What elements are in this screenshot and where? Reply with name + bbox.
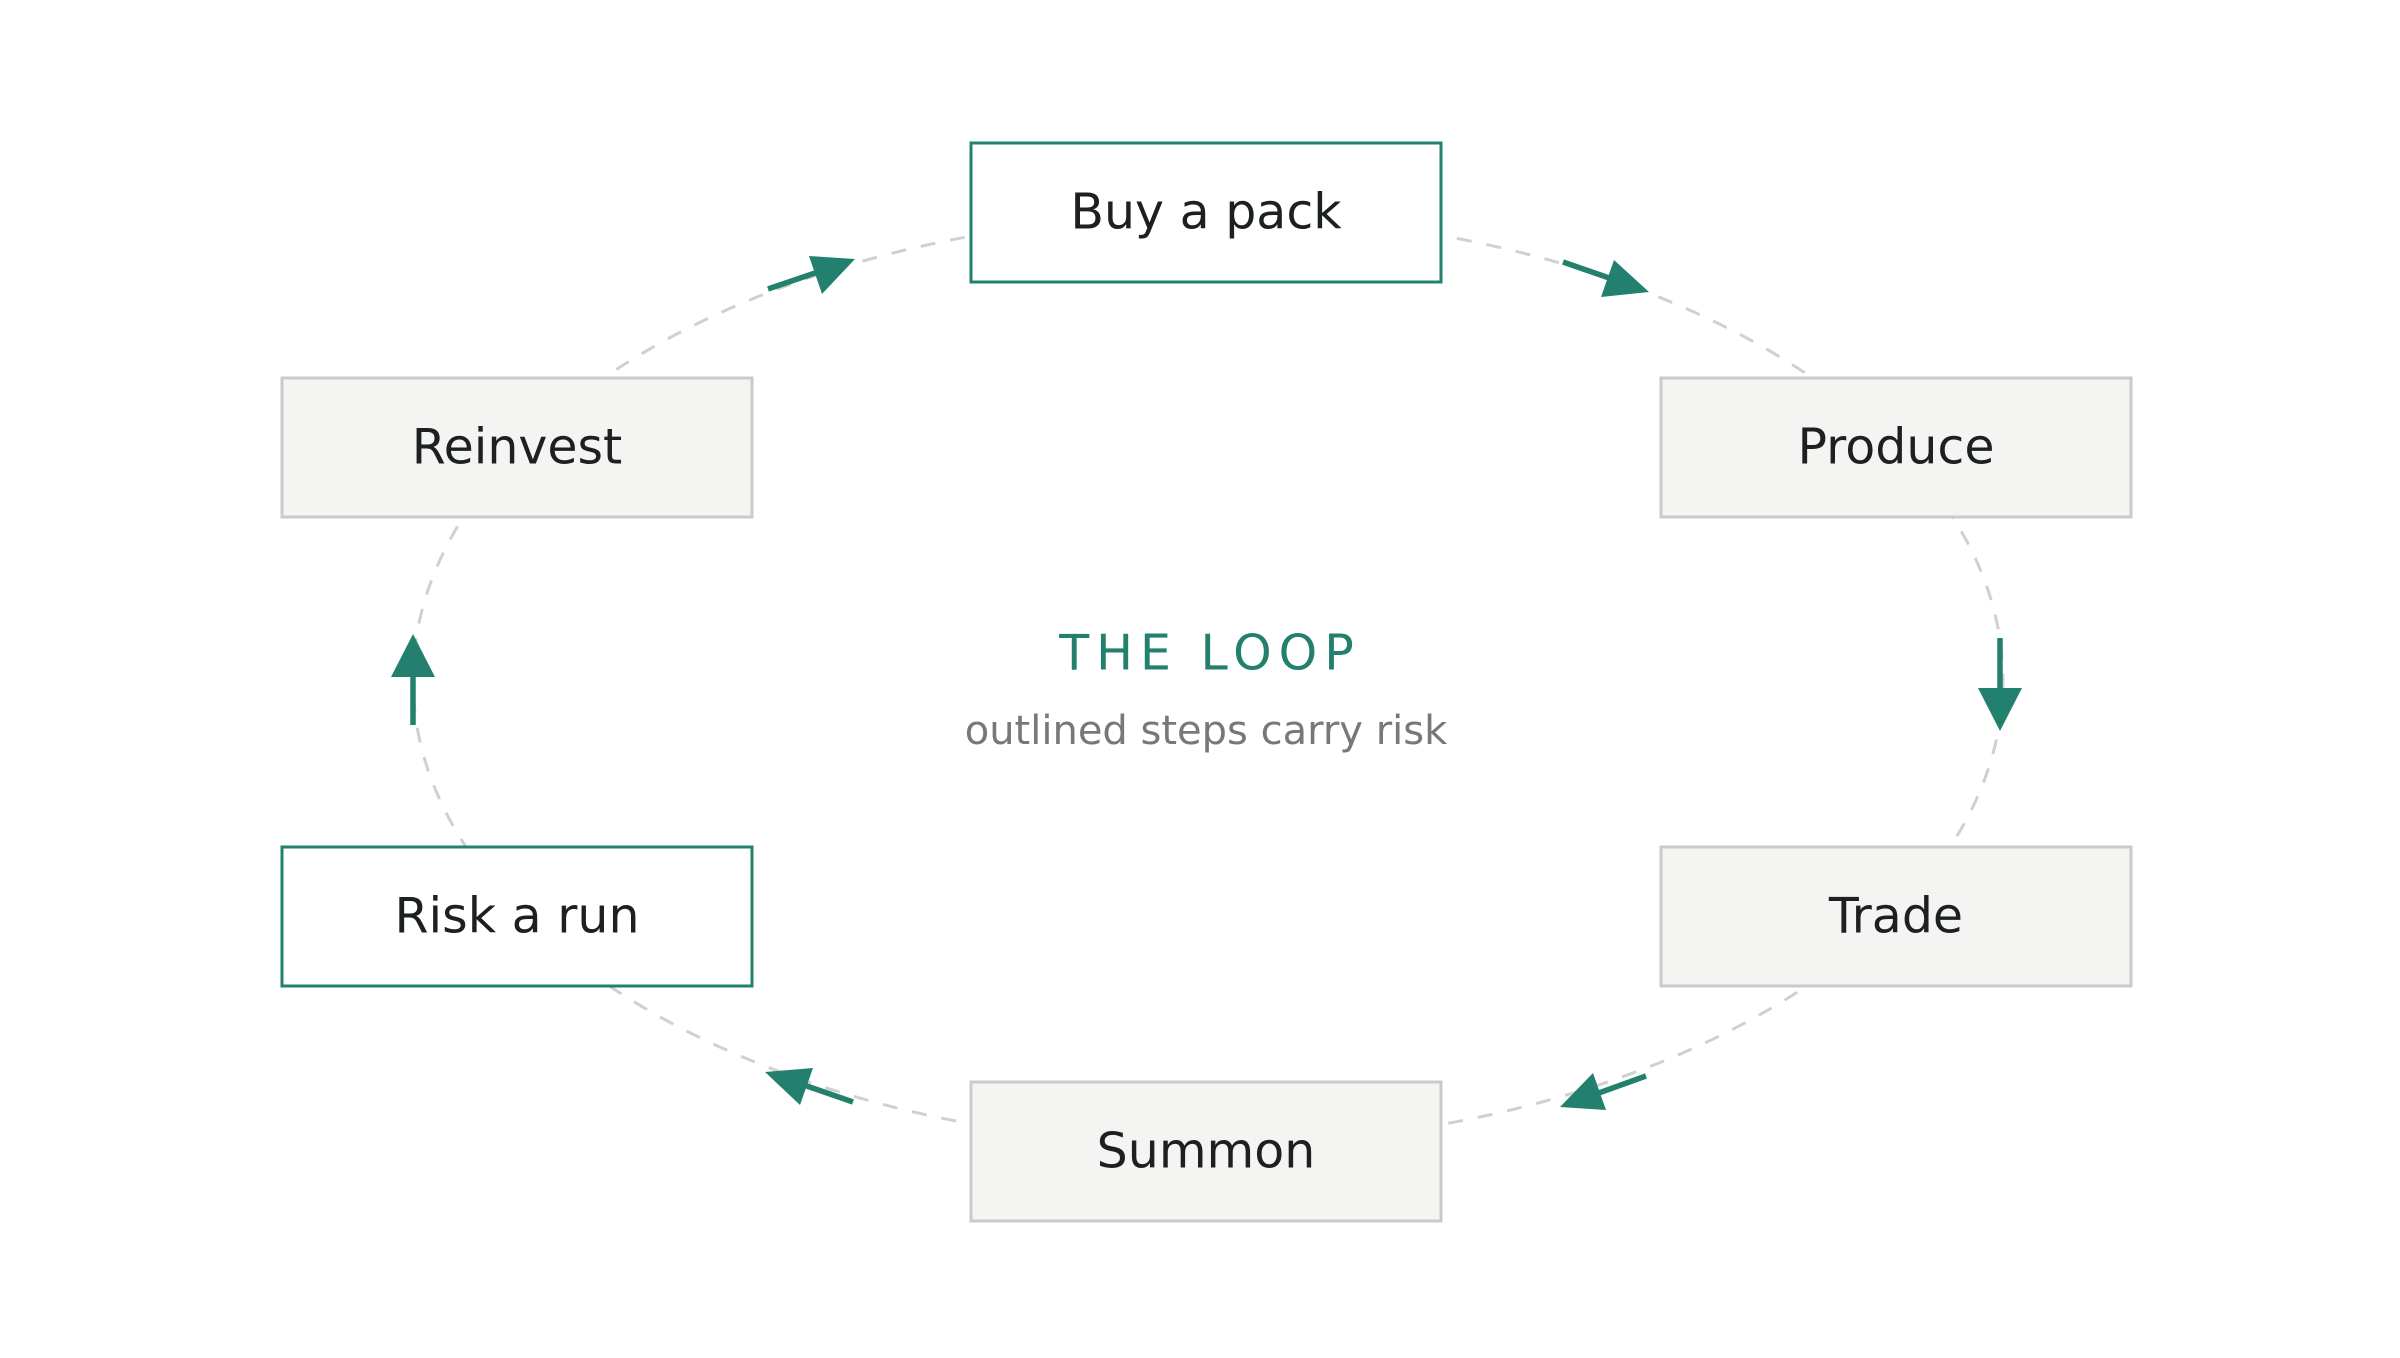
step-label: Risk a run (395, 888, 640, 945)
step-summon: Summon (969, 1080, 1443, 1223)
step-label: Reinvest (412, 419, 623, 476)
step-buy-a-pack: Buy a pack (969, 141, 1443, 284)
step-label: Produce (1798, 419, 1995, 476)
step-reinvest: Reinvest (280, 376, 754, 519)
step-box (1659, 845, 2133, 988)
center-title: THE LOOP (1058, 625, 1361, 682)
step-risk-a-run: Risk a run (280, 845, 754, 988)
arrow-buy-to-produce (1562, 259, 1649, 297)
arrow-summon-to-risk (765, 1068, 854, 1105)
arrow-produce-to-trade (1978, 638, 2022, 731)
arrow-reinvest-to-buy (767, 256, 855, 294)
center-subtitle: outlined steps carry risk (965, 708, 1448, 754)
step-box (969, 141, 1443, 284)
step-box (969, 1080, 1443, 1223)
step-label: Summon (1097, 1123, 1316, 1180)
step-produce: Produce (1659, 376, 2133, 519)
arrow-risk-to-reinvest (391, 634, 435, 725)
arrow-trade-to-summon (1560, 1073, 1647, 1110)
step-box (280, 376, 754, 519)
step-label: Buy a pack (1070, 184, 1342, 241)
step-label: Trade (1828, 888, 1963, 945)
step-box (1659, 376, 2133, 519)
step-box (280, 845, 754, 988)
step-trade: Trade (1659, 845, 2133, 988)
